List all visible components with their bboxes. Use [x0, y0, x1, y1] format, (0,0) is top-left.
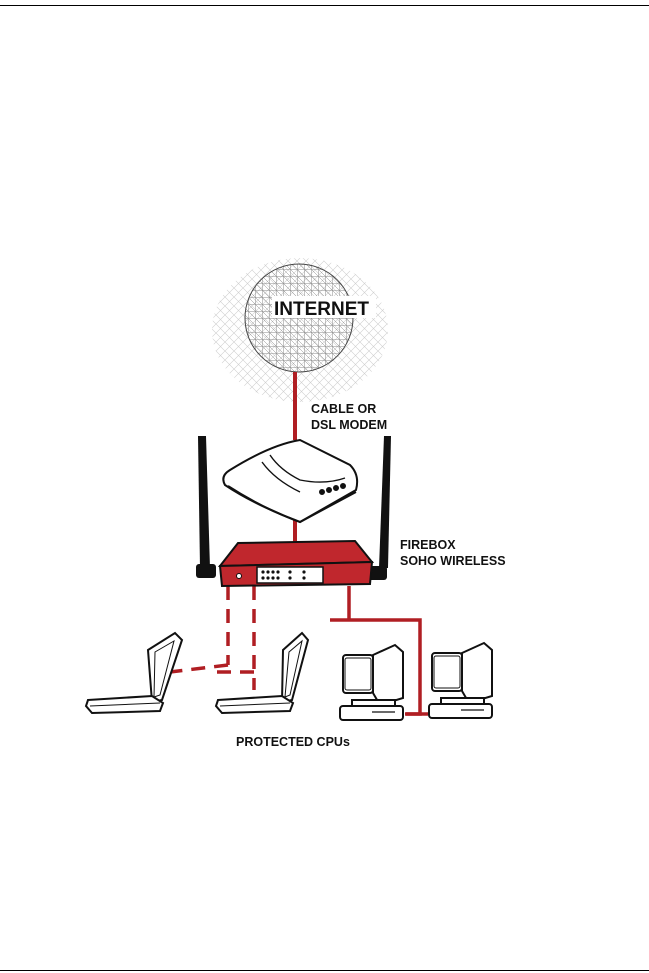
firebox-label-line2: SOHO WIRELESS: [400, 554, 506, 568]
modem-label-line2: DSL MODEM: [311, 418, 387, 432]
modem-icon: [223, 440, 357, 522]
globe-icon: [212, 258, 388, 402]
modem-label-line1: CABLE OR: [311, 402, 376, 416]
antenna-right-icon: [367, 436, 391, 580]
antenna-left-icon: [196, 436, 216, 578]
desktop-monitor-icon: [429, 643, 492, 718]
wireless-links: [170, 586, 254, 690]
protected-cpus-label: PROTECTED CPUs: [236, 735, 350, 749]
laptop-icon: [86, 633, 182, 713]
router-icon: [220, 541, 372, 586]
desktop-monitor-icon: [340, 645, 403, 720]
firebox-label-line1: FIREBOX: [400, 538, 456, 552]
internet-label: INTERNET: [274, 299, 369, 320]
